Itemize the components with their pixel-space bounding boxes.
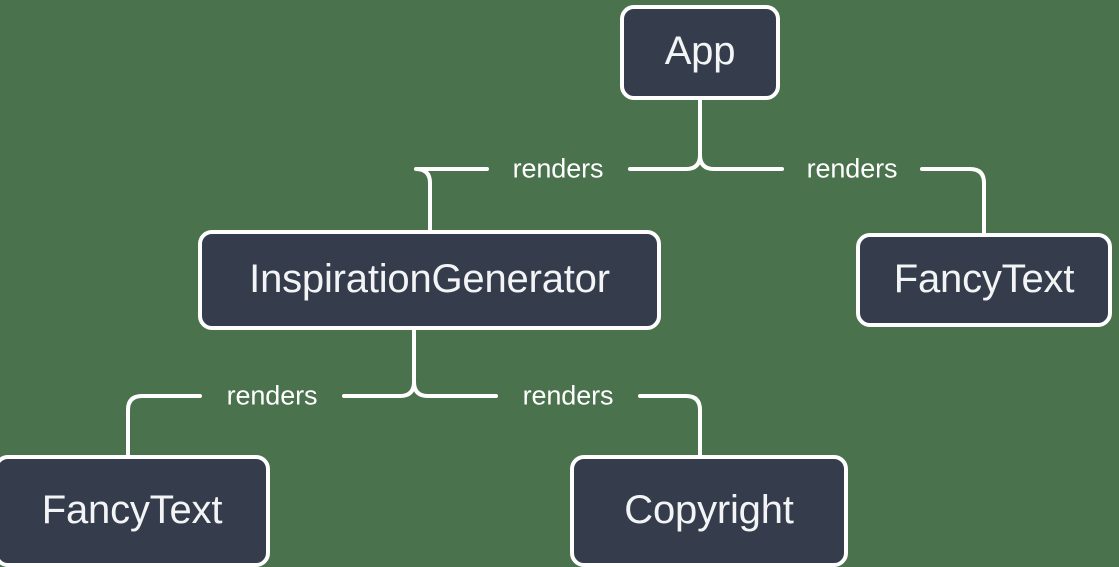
node-app[interactable]: App bbox=[620, 5, 780, 100]
edge-app-stem-right bbox=[698, 153, 716, 171]
node-fancy-text-left-label: FancyText bbox=[41, 487, 223, 532]
node-app-label: App bbox=[664, 29, 736, 73]
edge-label-app-fancy-text: renders bbox=[806, 153, 898, 184]
edge-label-inspiration-generator-fancy-text: renders bbox=[226, 380, 318, 411]
node-copyright[interactable]: Copyright bbox=[570, 455, 848, 567]
edge-inspgen-stem bbox=[398, 328, 416, 398]
edge-app-stem bbox=[684, 98, 702, 171]
edge-ig-copyright-right bbox=[638, 394, 702, 457]
node-fancy-text-right[interactable]: FancyText bbox=[856, 233, 1112, 327]
edge-app-inspgen-left bbox=[414, 167, 489, 232]
edge-ig-fancy-left bbox=[126, 394, 202, 457]
edge-app-fancy-right bbox=[920, 167, 986, 235]
edge-inspgen-stem-right bbox=[412, 380, 430, 398]
node-inspiration-generator-label: InspirationGenerator bbox=[249, 256, 610, 301]
node-copyright-label: Copyright bbox=[624, 487, 794, 532]
node-inspiration-generator[interactable]: InspirationGenerator bbox=[198, 230, 661, 330]
edge-label-app-inspiration-generator: renders bbox=[512, 153, 604, 184]
node-fancy-text-right-label: FancyText bbox=[893, 256, 1075, 301]
node-fancy-text-left[interactable]: FancyText bbox=[0, 455, 270, 567]
edge-label-inspiration-generator-copyright: renders bbox=[522, 380, 614, 411]
